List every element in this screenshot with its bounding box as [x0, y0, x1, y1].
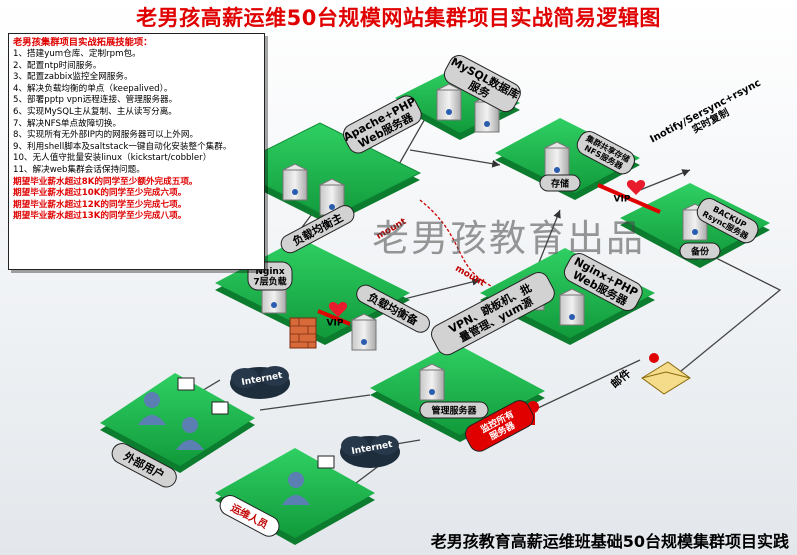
skill-item: 5、部署pptp vpn远程连接、管理服务器。 — [13, 95, 178, 106]
internet-cloud-icon — [340, 435, 400, 468]
user-icon — [138, 392, 166, 425]
backup-label: 备份 — [679, 242, 721, 260]
goal-item: 期望毕业薪水超过8K的同学至少额外完成五项。 — [13, 176, 198, 187]
mail-label: 邮件 — [608, 366, 634, 391]
firewall-icon — [289, 317, 317, 349]
goal-item: 期望毕业薪水超过12K的同学至少完成七项。 — [13, 199, 187, 210]
vip-storage-label: VIP — [614, 194, 631, 204]
user-icon — [282, 472, 310, 505]
internet-cloud-icon — [230, 366, 290, 399]
platform-apache — [228, 122, 422, 225]
svg-text:邮件: 邮件 — [608, 366, 634, 391]
skill-item: 11、解决web集群会话保持问题。 — [13, 164, 145, 175]
svg-text:管理服务器: 管理服务器 — [431, 404, 477, 416]
external-users-label: 外部用户 — [111, 443, 177, 488]
footer-caption: 老男孩教育高薪运维班基础50台规模集群项目实践 — [430, 532, 789, 551]
skills-list: 1、搭建yum仓库、定制rpm包。 2、配置ntp时间服务。 3、配置zabbi… — [13, 49, 260, 223]
server-icon — [350, 313, 378, 351]
heart-icon — [626, 180, 646, 195]
skill-item: 6、实现MySQL主从复制、主从读写分离。 — [13, 106, 177, 117]
skill-item: 1、搭建yum仓库、定制rpm包。 — [13, 49, 141, 59]
page-title: 老男孩高薪运维50台规模网站集群项目实战简易逻辑图 — [136, 6, 661, 30]
svg-text:7层负载: 7层负载 — [253, 276, 286, 288]
management-label: 管理服务器 — [419, 401, 489, 419]
skill-item: 8、实现所有无外部IP内的网服务器可以上外网。 — [13, 130, 199, 141]
skill-item: 3、配置zabbix监控全网服务。 — [13, 72, 133, 83]
server-icon — [418, 363, 446, 401]
watermark: 老男孩教育出品 — [372, 217, 645, 260]
goal-item: 期望毕业薪水超过13K的同学至少完成八项。 — [13, 211, 187, 222]
skill-item: 10、无人值守批量安装linux（kickstart/cobbler） — [13, 153, 212, 164]
svg-text:存储: 存储 — [551, 177, 569, 189]
vip-link-storage — [597, 183, 661, 214]
skills-panel: 老男孩集群项目实战拓展技能项： 1、搭建yum仓库、定制rpm包。 2、配置nt… — [8, 33, 265, 270]
svg-text:备份: 备份 — [690, 245, 710, 257]
svg-text:VIP: VIP — [327, 318, 344, 328]
user-icon — [176, 417, 204, 450]
vip-link-lb — [317, 309, 351, 326]
mail-icon — [641, 353, 691, 395]
goal-item: 期望毕业薪水超过10K的同学至少完成六项。 — [13, 188, 187, 199]
server-icon — [435, 83, 463, 121]
skill-item: 4、解决负载均衡的单点（keepalived）。 — [13, 83, 173, 94]
laptop-icon — [177, 377, 335, 469]
skill-item: 9、利用shell脚本及saltstack一键自动化安装整个集群。 — [13, 141, 232, 152]
vip-label: VIP — [327, 318, 344, 328]
server-icon — [543, 141, 571, 179]
server-icon — [281, 163, 309, 201]
server-icon — [558, 288, 586, 326]
skill-item: 7、解决NFS单点故障切换。 — [13, 118, 122, 129]
skill-item: 2、配置ntp时间服务。 — [13, 60, 102, 71]
svg-text:Inotify/Sersync+rsync: Inotify/Sersync+rsync — [648, 78, 762, 146]
heart-icon — [328, 302, 348, 317]
svg-text:Nginx: Nginx — [255, 267, 284, 277]
svg-text:VIP: VIP — [614, 194, 631, 204]
storage-label: 存储 — [539, 174, 581, 192]
skills-heading: 老男孩集群项目实战拓展技能项： — [13, 37, 153, 48]
